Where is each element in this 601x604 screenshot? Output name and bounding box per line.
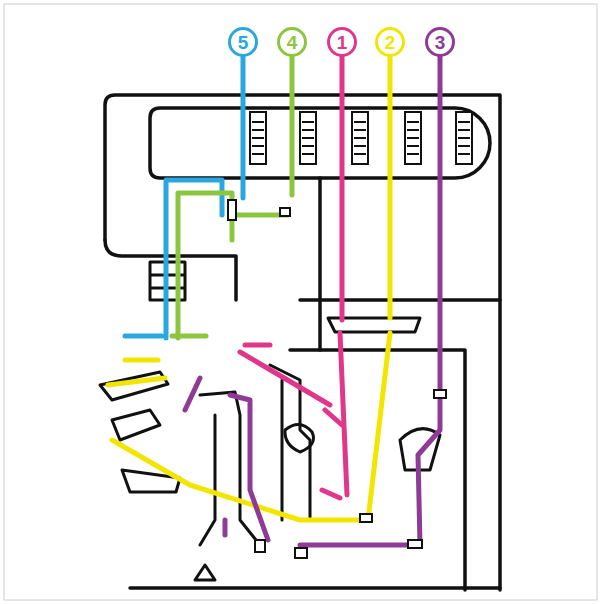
thread-number: 5 (238, 33, 249, 52)
thread-number-circle: 2 (375, 27, 405, 57)
thread-number: 3 (435, 33, 446, 52)
thread-number-circle: 4 (277, 27, 307, 57)
thread-paths (108, 56, 440, 545)
thread-number-circle: 3 (425, 27, 455, 57)
thread-number-circle: 5 (228, 27, 258, 57)
thread-guides (228, 200, 446, 558)
thread-number: 2 (385, 33, 396, 52)
thread-number: 4 (287, 33, 298, 52)
frame (4, 4, 597, 600)
thread-number: 1 (337, 33, 348, 52)
thread-number-circle: 1 (327, 27, 357, 57)
dial-ridges (252, 122, 470, 154)
